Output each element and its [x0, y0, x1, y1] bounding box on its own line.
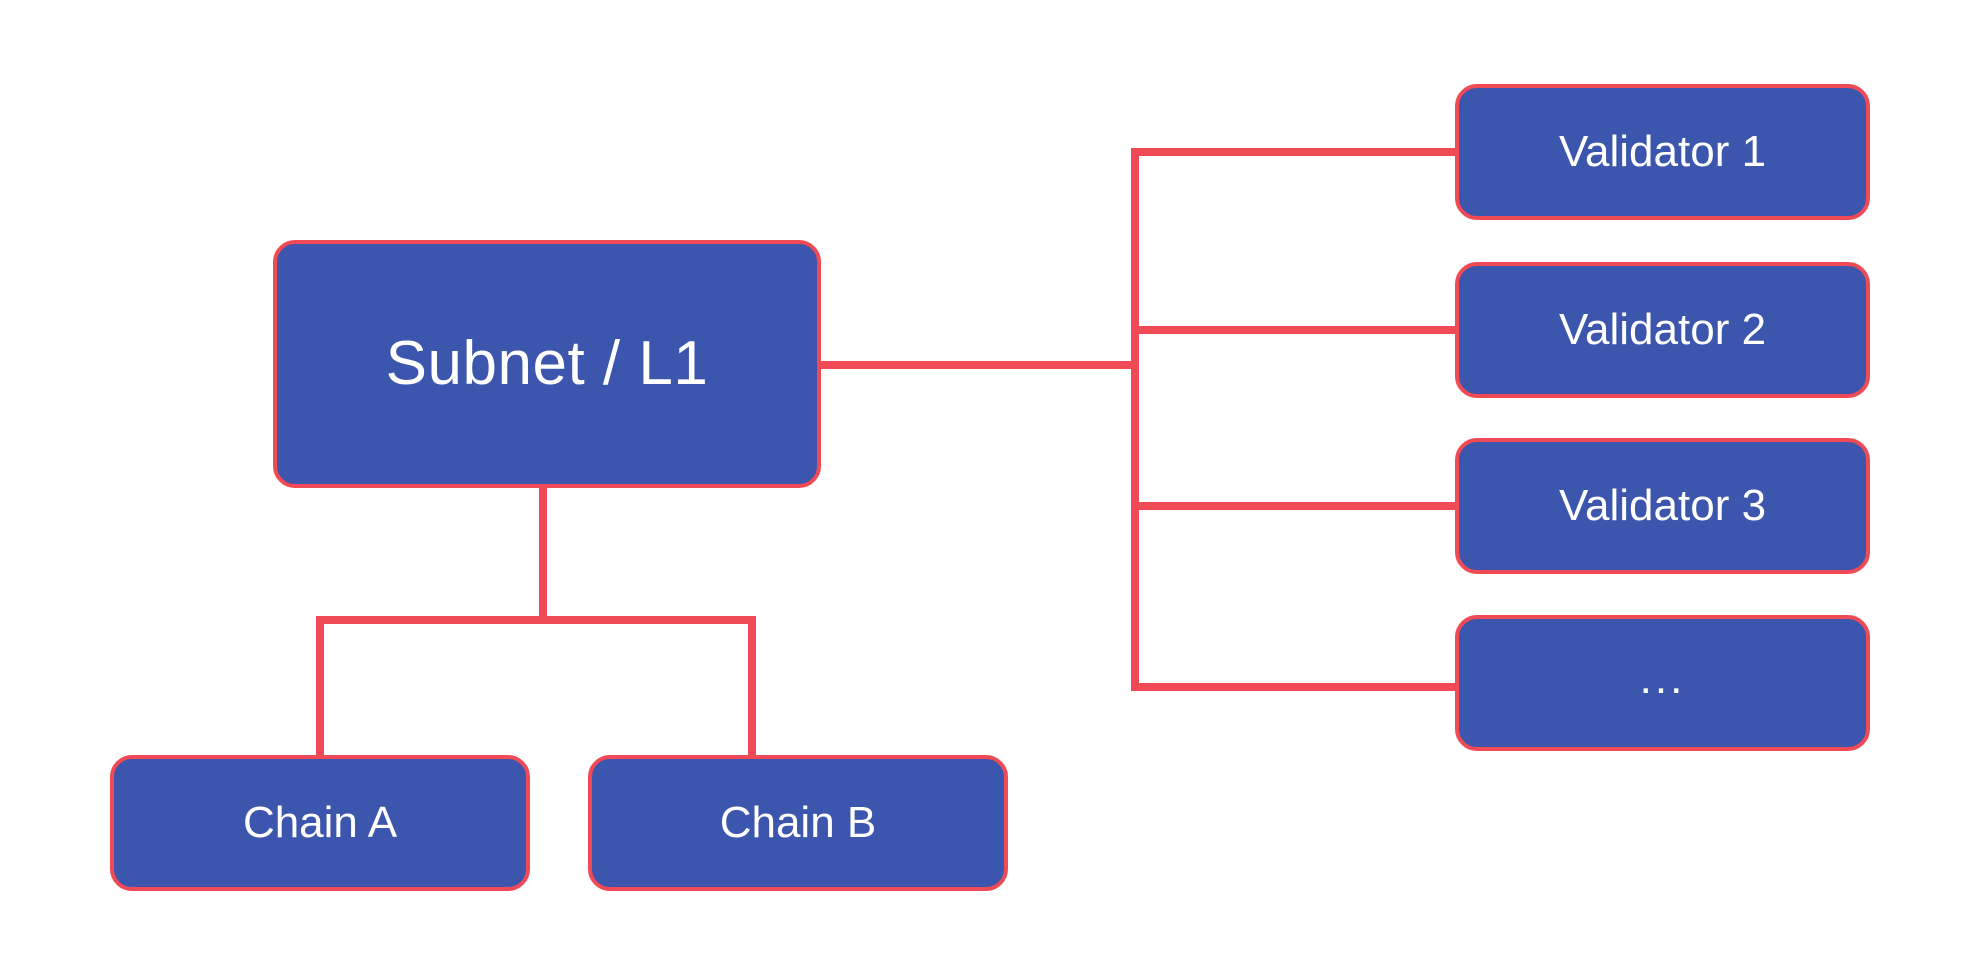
node-chain-a[interactable]: Chain A [110, 755, 530, 891]
node-chain-b[interactable]: Chain B [588, 755, 1008, 891]
edge-trunk-to-validator-2 [1131, 326, 1459, 334]
edge-bus-to-chain-a [316, 616, 324, 759]
edge-trunk-to-validator-1 [1131, 148, 1459, 156]
node-chain-a-label: Chain A [242, 797, 398, 847]
node-validator-1-label: Validator 1 [1558, 126, 1767, 176]
edge-subnet-to-validator-trunk [818, 361, 1139, 369]
node-validator-3[interactable]: Validator 3 [1455, 438, 1870, 574]
node-subnet-label: Subnet / L1 [385, 328, 709, 398]
node-validator-3-label: Validator 3 [1558, 480, 1767, 530]
edge-bus-to-chain-b [748, 616, 756, 759]
node-chain-b-label: Chain B [719, 797, 877, 847]
edge-trunk-to-validator-more [1131, 683, 1459, 691]
chain-bus-line [316, 616, 756, 624]
edge-trunk-to-validator-3 [1131, 502, 1459, 510]
edge-subnet-to-chain-bus [539, 484, 547, 624]
node-validator-2-label: Validator 2 [1558, 304, 1767, 354]
node-validator-1[interactable]: Validator 1 [1455, 84, 1870, 220]
node-validator-more-label: ... [1639, 653, 1686, 703]
validator-trunk-line [1131, 148, 1139, 691]
node-validator-more[interactable]: ... [1455, 615, 1870, 751]
node-validator-2[interactable]: Validator 2 [1455, 262, 1870, 398]
node-subnet[interactable]: Subnet / L1 [273, 240, 821, 488]
